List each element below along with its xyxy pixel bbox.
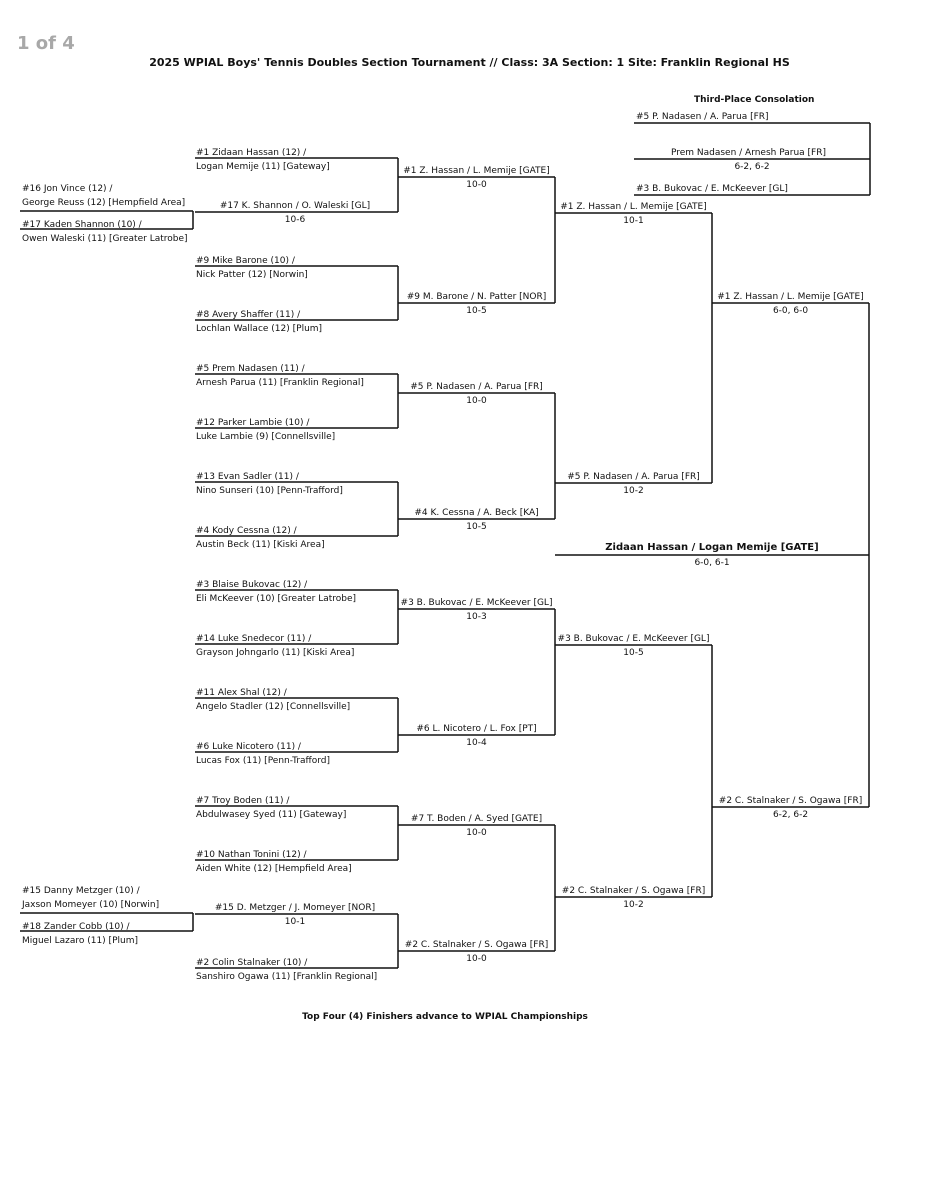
- quarterfinal-winner: #3 B. Bukovac / E. McKeever [GL]: [557, 634, 710, 644]
- round2-winner: #5 P. Nadasen / A. Parua [FR]: [410, 382, 543, 392]
- consolation-title: Third-Place Consolation: [694, 95, 815, 105]
- team-line2: Aiden White (12) [Hempfield Area]: [196, 864, 352, 874]
- team-line2: Nick Patter (12) [Norwin]: [196, 270, 308, 280]
- play-in-team-line1: #17 Kaden Shannon (10) /: [22, 220, 142, 230]
- play-in-team-line2: George Reuss (12) [Hempfield Area]: [22, 198, 186, 208]
- round2-score: 10-5: [466, 522, 487, 532]
- team-line2: Angelo Stadler (12) [Connellsville]: [196, 702, 351, 712]
- team-line2: Grayson Johngarlo (11) [Kiski Area]: [196, 648, 355, 658]
- team-line1: #4 Kody Cessna (12) /: [196, 526, 297, 536]
- champion-team: Zidaan Hassan / Logan Memije [GATE]: [605, 542, 819, 553]
- team-line1: #13 Evan Sadler (11) /: [196, 472, 299, 482]
- consolation-top-team: #5 P. Nadasen / A. Parua [FR]: [636, 112, 769, 122]
- round2-score: 10-5: [466, 306, 487, 316]
- team-line1: #11 Alex Shal (12) /: [196, 688, 287, 698]
- play-in-score: 10-1: [284, 917, 306, 927]
- champion-score: 6-0, 6-1: [694, 558, 730, 568]
- team-line1: #10 Nathan Tonini (12) /: [196, 850, 307, 860]
- team-line2: Logan Memije (11) [Gateway]: [196, 162, 330, 172]
- round2-winner: #9 M. Barone / N. Patter [NOR]: [406, 292, 547, 302]
- play-in-score: 10-6: [284, 215, 306, 225]
- team-line2: Lochlan Wallace (12) [Plum]: [196, 324, 323, 334]
- quarterfinal-score: 10-2: [623, 486, 644, 496]
- page-title: 2025 WPIAL Boys' Tennis Doubles Section …: [149, 56, 790, 69]
- quarterfinal-score: 10-5: [623, 648, 644, 658]
- round2-winner: #7 T. Boden / A. Syed [GATE]: [410, 814, 543, 824]
- footer-note: Top Four (4) Finishers advance to WPIAL …: [302, 1012, 588, 1022]
- round2-score: 10-4: [466, 738, 487, 748]
- team-line2: Lucas Fox (11) [Penn-Trafford]: [196, 756, 331, 766]
- consolation-bottom-team: #3 B. Bukovac / E. McKeever [GL]: [636, 184, 788, 194]
- team-line1: #12 Parker Lambie (10) /: [196, 418, 310, 428]
- play-in-team-line1: #16 Jon Vince (12) /: [22, 184, 113, 194]
- quarterfinal-winner: #1 Z. Hassan / L. Memije [GATE]: [560, 202, 707, 212]
- team-line1: #1 Zidaan Hassan (12) /: [196, 148, 307, 158]
- team-line1: #3 Blaise Bukovac (12) /: [196, 580, 308, 590]
- quarterfinal-score: 10-1: [623, 216, 644, 226]
- team-line1: #8 Avery Shaffer (11) /: [196, 310, 301, 320]
- team-line2: Eli McKeever (10) [Greater Latrobe]: [196, 594, 357, 604]
- quarterfinal-winner: #2 C. Stalnaker / S. Ogawa [FR]: [561, 886, 706, 896]
- team-line1: #14 Luke Snedecor (11) /: [196, 634, 312, 644]
- semifinal-winner: #1 Z. Hassan / L. Memije [GATE]: [717, 292, 864, 302]
- play-in-team-line2: Miguel Lazaro (11) [Plum]: [22, 936, 138, 946]
- team-line1: #2 Colin Stalnaker (10) /: [196, 958, 308, 968]
- play-in-winner: #15 D. Metzger / J. Momeyer [NOR]: [214, 903, 376, 913]
- round2-winner: #2 C. Stalnaker / S. Ogawa [FR]: [404, 940, 549, 950]
- round2-winner: #4 K. Cessna / A. Beck [KA]: [414, 508, 539, 518]
- round2-score: 10-0: [466, 954, 487, 964]
- round2-score: 10-3: [466, 612, 487, 622]
- semifinal-score: 6-0, 6-0: [772, 306, 809, 316]
- round2-winner: #6 L. Nicotero / L. Fox [PT]: [416, 724, 537, 734]
- team-line1: #9 Mike Barone (10) /: [196, 256, 295, 266]
- round2-winner: #3 B. Bukovac / E. McKeever [GL]: [400, 598, 553, 608]
- play-in-winner: #17 K. Shannon / O. Waleski [GL]: [219, 201, 371, 211]
- round2-score: 10-0: [466, 180, 487, 190]
- round2-score: 10-0: [466, 396, 487, 406]
- semifinal-score: 6-2, 6-2: [772, 810, 809, 820]
- quarterfinal-score: 10-2: [623, 900, 644, 910]
- team-line1: #6 Luke Nicotero (11) /: [196, 742, 301, 752]
- page-number: 1 of 4: [17, 33, 75, 54]
- round2-winner: #1 Z. Hassan / L. Memije [GATE]: [403, 166, 550, 176]
- quarterfinal-winner: #5 P. Nadasen / A. Parua [FR]: [567, 472, 700, 482]
- team-line2: Arnesh Parua (11) [Franklin Regional]: [196, 378, 364, 388]
- team-line1: #7 Troy Boden (11) /: [196, 796, 290, 806]
- play-in-team-line1: #15 Danny Metzger (10) /: [22, 886, 140, 896]
- team-line2: Nino Sunseri (10) [Penn-Trafford]: [196, 486, 343, 496]
- semifinal-winner: #2 C. Stalnaker / S. Ogawa [FR]: [718, 796, 863, 806]
- consolation-winner: Prem Nadasen / Arnesh Parua [FR]: [670, 148, 826, 158]
- team-line2: Austin Beck (11) [Kiski Area]: [196, 540, 325, 550]
- consolation-score: 6-2, 6-2: [734, 162, 770, 172]
- play-in-team-line2: Jaxson Momeyer (10) [Norwin]: [22, 900, 160, 910]
- play-in-team-line1: #18 Zander Cobb (10) /: [22, 922, 130, 932]
- round2-score: 10-0: [466, 828, 487, 838]
- team-line2: Sanshiro Ogawa (11) [Franklin Regional]: [196, 972, 378, 982]
- team-line2: Abdulwasey Syed (11) [Gateway]: [196, 810, 347, 820]
- team-line1: #5 Prem Nadasen (11) /: [196, 364, 305, 374]
- play-in-team-line2: Owen Waleski (11) [Greater Latrobe]: [22, 234, 188, 244]
- team-line2: Luke Lambie (9) [Connellsville]: [196, 432, 336, 442]
